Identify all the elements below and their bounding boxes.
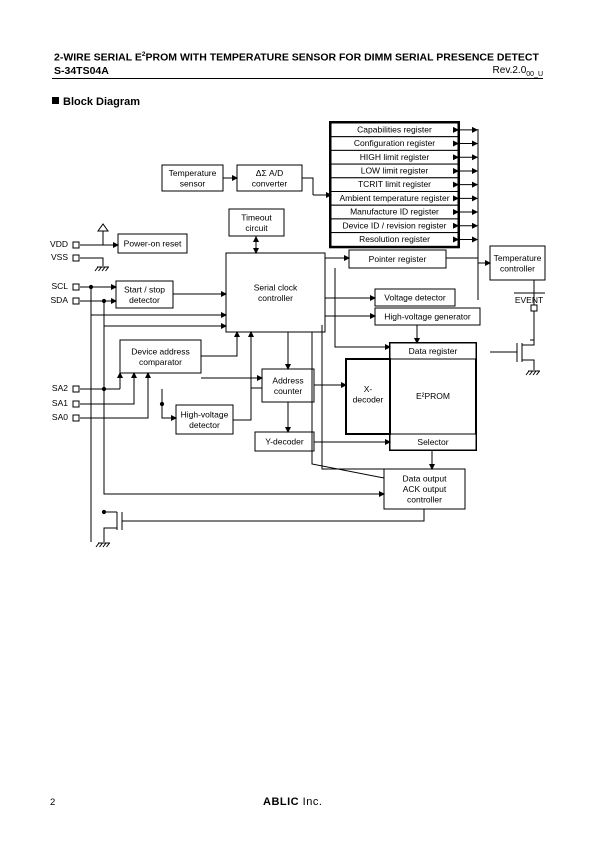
vss-pin-label: VSS: [51, 252, 68, 262]
register-label-4: TCRIT limit register: [358, 179, 431, 189]
register-label-1: Configuration register: [354, 138, 435, 148]
page-number: 2: [50, 797, 56, 808]
sa2-pin-label: SA2: [52, 383, 68, 393]
fet-source: [522, 359, 535, 370]
vdd-wire: [80, 231, 104, 246]
adc-bus: [302, 177, 314, 195]
event-pin-label: EVENT: [515, 295, 543, 305]
register-label-8: Resolution register: [359, 234, 430, 244]
voltage-detector-label: Voltage detector: [384, 293, 446, 303]
data-register-block: [389, 342, 477, 360]
addr-to-output: [311, 332, 385, 479]
x-decoder-block: [345, 358, 391, 435]
document-title: 2-WIRE SERIAL E2PROM WITH TEMPERATURE SE…: [54, 51, 539, 64]
dac-to-scc: [201, 331, 240, 357]
junction-dot: [101, 386, 107, 392]
sa1-pin-label: SA1: [52, 398, 68, 408]
serial-clock-block: [225, 252, 326, 333]
power-on-reset-label: Power-on reset: [124, 239, 182, 249]
hvd-to-scc: [233, 331, 254, 421]
register-label-2: HIGH limit register: [360, 152, 430, 162]
register-label-3: LOW limit register: [361, 165, 429, 175]
timeout-block: [228, 208, 285, 237]
junction-dot: [101, 509, 107, 515]
pointer-register-label: Pointer register: [369, 254, 427, 264]
temp-controller-block: [489, 245, 546, 281]
x-decoder-label: X-decoder: [353, 384, 384, 405]
data-register-label: Data register: [409, 346, 458, 356]
vdd-pin: [72, 241, 80, 249]
model-number: S-34TS04A: [54, 65, 109, 77]
temp-sensor-block: [161, 164, 224, 192]
start-stop-block: [115, 280, 174, 309]
output-to-fet: [122, 509, 425, 522]
sa0-pin-label: SA0: [52, 412, 68, 422]
vdd-supply-icon: [97, 223, 109, 232]
sa1-wire: [80, 372, 137, 405]
vss-pin: [72, 254, 80, 262]
register-label-0: Capabilities register: [357, 124, 432, 134]
device-addr-block: [119, 339, 202, 374]
ground-icon: [94, 266, 109, 272]
vss-wire: [80, 257, 104, 266]
register-label-7: Device ID / revision register: [343, 220, 447, 230]
scc-to-dr: [334, 268, 391, 350]
sda-to-output: [103, 301, 385, 497]
event-pin: [530, 304, 538, 312]
section-heading: Block Diagram: [52, 96, 140, 108]
y-decoder-label: Y-decoder: [265, 437, 304, 447]
sda-pin-label: SDA: [51, 295, 69, 305]
bullet-square-icon: [52, 97, 59, 104]
header-rule: [52, 78, 543, 79]
ground-icon: [95, 542, 110, 548]
scl-pin-label: SCL: [51, 281, 68, 291]
sa2-pin: [72, 385, 80, 393]
hv-generator-label: High-voltage generator: [384, 312, 471, 322]
register-label-5: Ambient temperature register: [339, 193, 449, 203]
company-logo: ABLIC Inc.: [263, 796, 323, 808]
sda-pin: [72, 297, 80, 305]
junction-dot: [159, 401, 165, 407]
sa1-pin: [72, 400, 80, 408]
fet-drain: [522, 340, 535, 346]
hv-detector-block: [175, 404, 234, 435]
out-fet-s: [103, 527, 117, 542]
event-down: [530, 311, 535, 341]
sa0-pin: [72, 414, 80, 422]
selector-label: Selector: [417, 437, 448, 447]
sa0-wire: [80, 372, 151, 419]
register-label-6: Manufacture ID register: [350, 207, 439, 217]
sa-hv: [161, 389, 177, 421]
revision-label: Rev.2.000_U: [492, 65, 543, 78]
scc-to-output: [321, 325, 384, 470]
vdd-pin-label: VDD: [50, 239, 68, 249]
scl-pin: [72, 283, 80, 291]
data-output-block: [383, 468, 466, 510]
scc-to-addrcnt: [250, 332, 262, 389]
ground-icon: [525, 370, 540, 376]
eeprom-label: E²PROM: [416, 391, 450, 401]
